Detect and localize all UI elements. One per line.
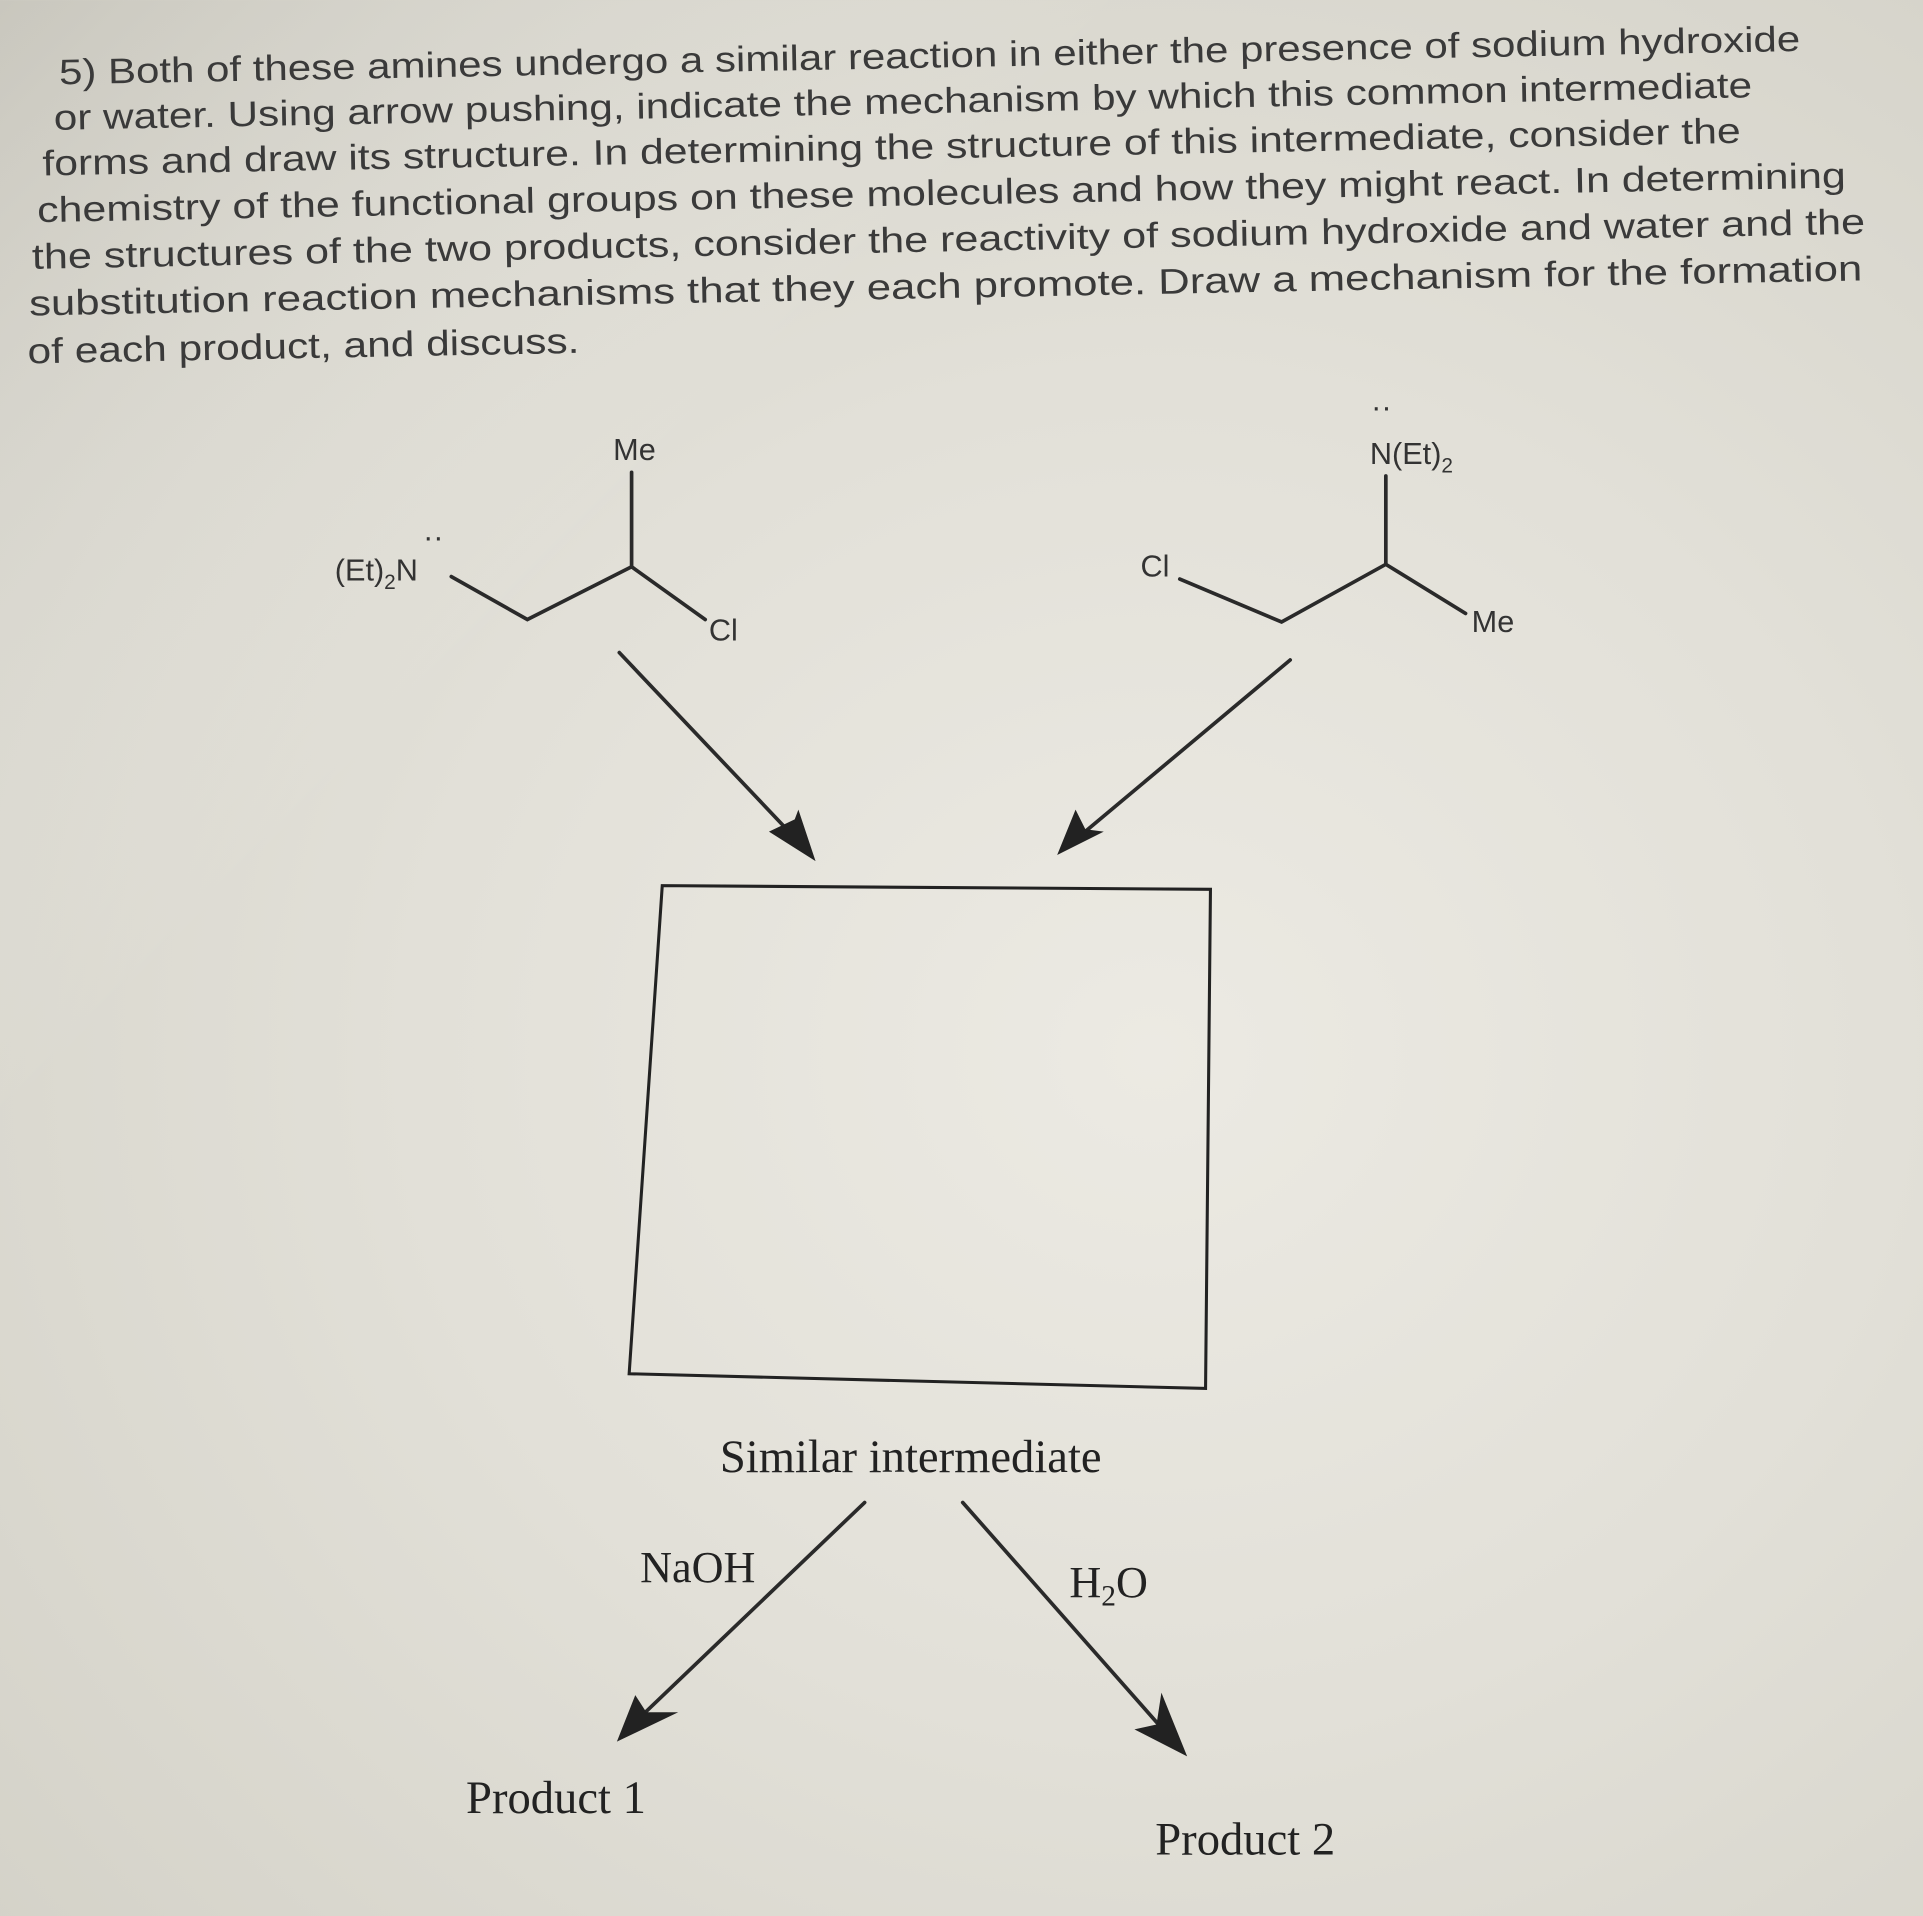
product-1-label: Product 1 — [466, 1772, 646, 1824]
left-amine-structure: (Et)2N ·· Me Cl — [335, 433, 738, 647]
product-2-label: Product 2 — [1155, 1814, 1335, 1866]
arrowhead-icon — [1057, 809, 1104, 855]
reaction-arrows — [617, 650, 1293, 862]
right-amine-structure: Cl N(Et)2 ·· Me — [1141, 390, 1515, 639]
arrowhead-icon — [768, 809, 816, 862]
arrow-right-to-intermediate — [1077, 658, 1293, 839]
lone-pair-dots: ·· — [1371, 390, 1391, 424]
arrowhead-icon — [1134, 1692, 1188, 1757]
lone-pair-dots: ·· — [423, 520, 443, 554]
amine-label: N(Et)2 — [1370, 437, 1453, 478]
chloro-label: Cl — [1141, 550, 1170, 584]
arrow-left-to-intermediate — [617, 650, 800, 843]
methyl-label: Me — [1472, 605, 1515, 639]
carbon-chain-bond — [1177, 562, 1468, 625]
intermediate-answer-box[interactable] — [627, 884, 1213, 1391]
methyl-label: Me — [613, 433, 656, 467]
reagent-water: H2O — [1069, 1558, 1148, 1613]
arrowhead-icon — [616, 1695, 679, 1742]
amine-label: (Et)2N — [335, 553, 418, 594]
reagent-naoh: NaOH — [640, 1543, 755, 1592]
arrow-to-product-1 — [635, 1500, 867, 1722]
arrow-to-product-2 — [960, 1500, 1167, 1734]
carbon-chain-bond — [449, 564, 708, 622]
product-arrows — [616, 1500, 1188, 1757]
intermediate-label: Similar intermediate — [720, 1431, 1102, 1483]
chloro-label: Cl — [709, 613, 738, 647]
